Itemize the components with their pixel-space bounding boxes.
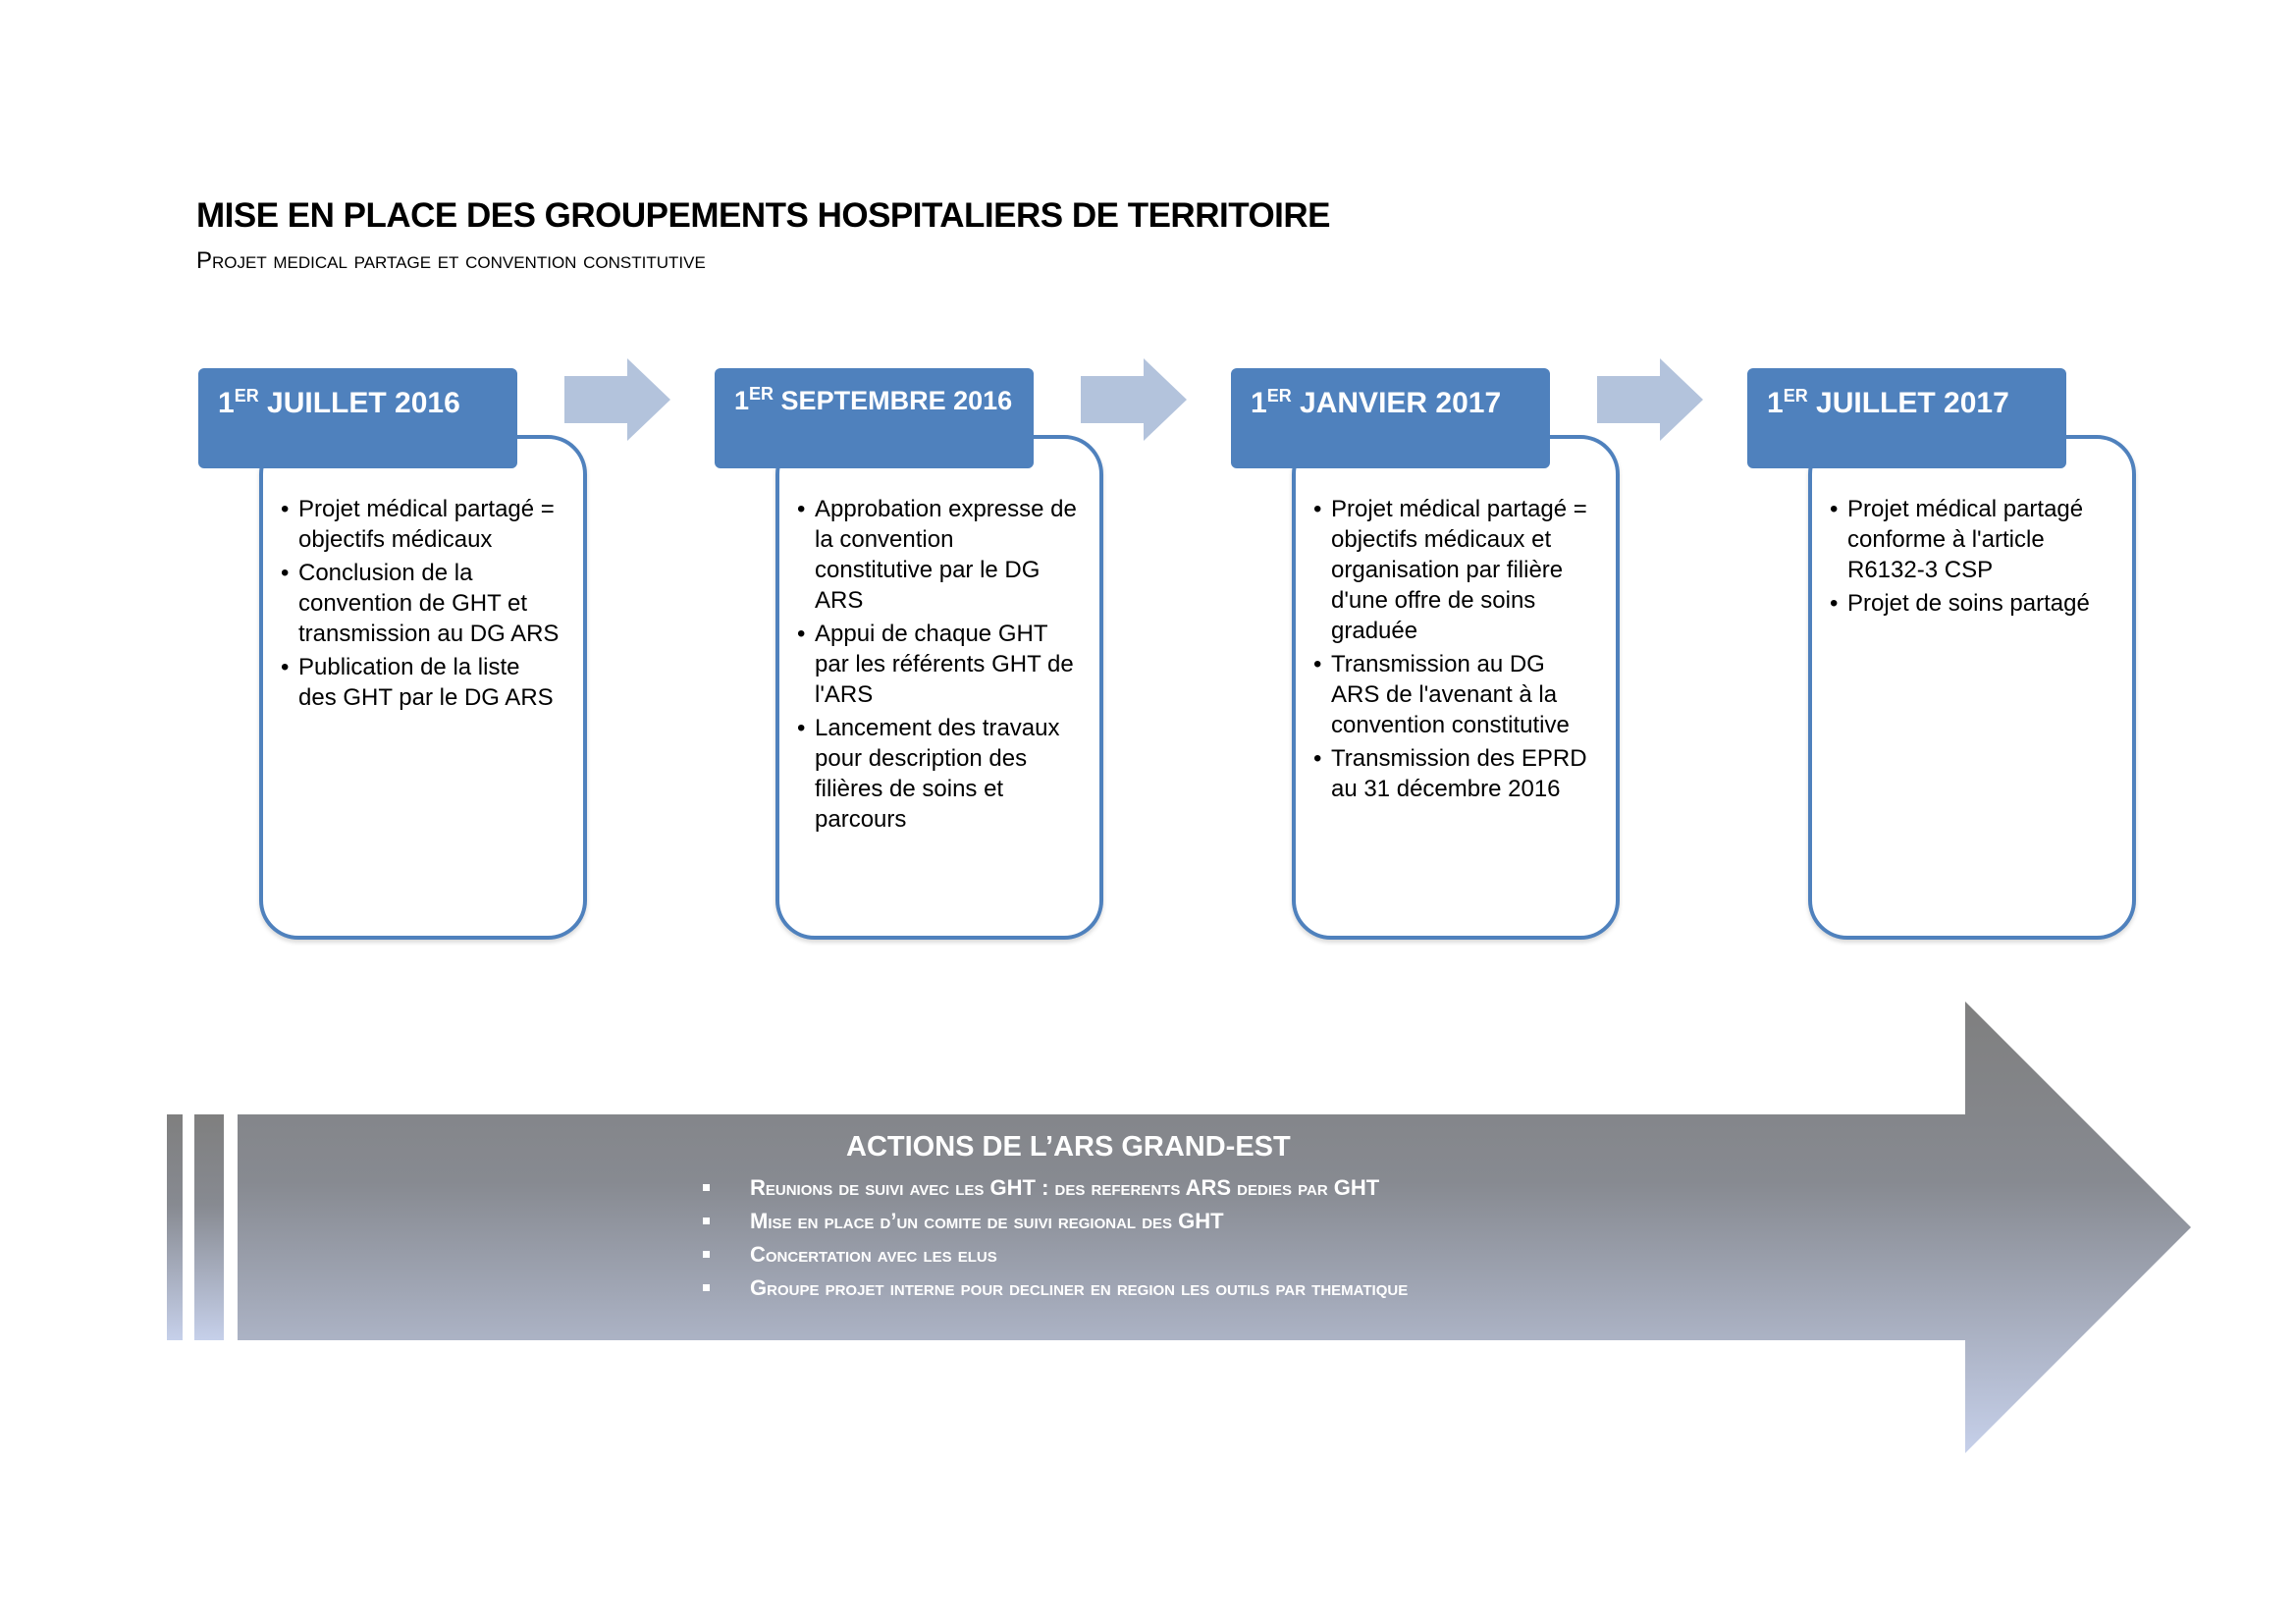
step-item: Projet de soins partagé: [1830, 588, 2110, 619]
page-subtitle: Projet medical partage et convention con…: [196, 247, 706, 275]
timeline-step-2: 1ER SEPTEMBRE 2016 Approbation expresse …: [715, 368, 1235, 941]
date-superscript: ER: [749, 384, 774, 404]
step-item: Conclusion de la convention de GHT et tr…: [281, 558, 561, 649]
step-header: [198, 368, 517, 468]
connector-arrow-icon: [564, 358, 670, 441]
date-superscript: ER: [1783, 386, 1808, 406]
date-rest: JUILLET 2016: [258, 387, 460, 419]
step-item: Publication de la liste des GHT par le D…: [281, 652, 561, 713]
date-prefix: 1: [1251, 387, 1267, 419]
step-header-fade: [434, 368, 517, 468]
actions-title: ACTIONS DE L’ARS GRAND-EST: [846, 1131, 1291, 1163]
step-item-list: Projet médical partagé conforme à l'arti…: [1830, 494, 2110, 622]
step-header-fade: [1983, 368, 2066, 468]
step-header: [715, 368, 1034, 468]
step-header: [1231, 368, 1550, 468]
step-item: Appui de chaque GHT par les référents GH…: [797, 619, 1078, 710]
page-subtitle-text: Projet medical partage et convention con…: [196, 247, 706, 274]
action-item: Groupe projet interne pour decliner en r…: [697, 1272, 1408, 1305]
step-item-list: Projet médical partagé = objectifs médic…: [1313, 494, 1594, 807]
step-item: Projet médical partagé = objectifs médic…: [1313, 494, 1594, 646]
timeline-step-1: 1ER JUILLET 2016 Projet médical partagé …: [198, 368, 719, 941]
arrow-body: [238, 1001, 2191, 1453]
step-item-list: Projet médical partagé = objectifs médic…: [281, 494, 561, 716]
timeline-step-4: 1ER JUILLET 2017 Projet médical partagé …: [1747, 368, 2268, 941]
step-date: 1ER JUILLET 2016: [218, 386, 460, 420]
date-superscript: ER: [234, 386, 259, 406]
date-rest: JANVIER 2017: [1291, 387, 1502, 419]
date-prefix: 1: [218, 387, 235, 419]
step-item: Transmission des EPRD au 31 décembre 201…: [1313, 743, 1594, 804]
big-arrow-icon: [167, 1001, 2191, 1453]
step-header-fade: [1467, 368, 1550, 468]
step-header: [1747, 368, 2066, 468]
actions-list: Reunions de suivi avec les GHT : des ref…: [697, 1171, 1408, 1305]
step-date: 1ER SEPTEMBRE 2016: [734, 384, 1012, 416]
action-item: Concertation avec les elus: [697, 1238, 1408, 1272]
date-rest: SEPTEMBRE 2016: [774, 386, 1013, 415]
arrow-tail-bar-1: [167, 1114, 183, 1340]
step-item: Transmission au DG ARS de l'avenant à la…: [1313, 649, 1594, 740]
step-item: Lancement des travaux pour description d…: [797, 713, 1078, 835]
step-item: Projet médical partagé conforme à l'arti…: [1830, 494, 2110, 585]
page-title: MISE EN PLACE DES GROUPEMENTS HOSPITALIE…: [196, 196, 1331, 235]
date-rest: JUILLET 2017: [1807, 387, 2009, 419]
date-prefix: 1: [1767, 387, 1784, 419]
action-item: Reunions de suivi avec les GHT : des ref…: [697, 1171, 1408, 1205]
connector-arrow-icon: [1081, 358, 1187, 441]
step-item-list: Approbation expresse de la convention co…: [797, 494, 1078, 838]
step-date: 1ER JANVIER 2017: [1251, 386, 1501, 420]
connector-arrow-icon: [1597, 358, 1703, 441]
arrow-tail-bar-2: [194, 1114, 224, 1340]
step-date: 1ER JUILLET 2017: [1767, 386, 2009, 420]
action-item: Mise en place d’un comite de suivi regio…: [697, 1205, 1408, 1238]
date-superscript: ER: [1266, 386, 1292, 406]
step-item: Approbation expresse de la convention co…: [797, 494, 1078, 616]
date-prefix: 1: [734, 386, 750, 415]
timeline-step-3: 1ER JANVIER 2017 Projet médical partagé …: [1231, 368, 1751, 941]
step-item: Projet médical partagé = objectifs médic…: [281, 494, 561, 555]
step-header-fade: [950, 368, 1034, 468]
